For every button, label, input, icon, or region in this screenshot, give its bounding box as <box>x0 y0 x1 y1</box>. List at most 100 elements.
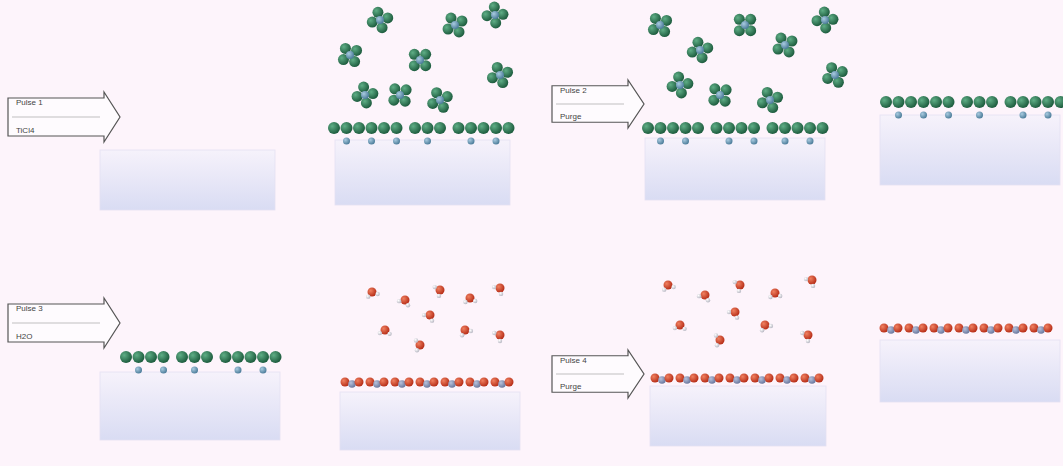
hydrogen-atom <box>727 310 731 314</box>
chlorine-atom <box>328 122 340 134</box>
chlorine-atom <box>378 122 390 134</box>
chlorine-atom <box>257 351 269 363</box>
oxygen-atom <box>740 374 749 383</box>
chlorine-atom <box>692 37 703 48</box>
hydrogen-atom <box>737 289 741 293</box>
oxygen-atom <box>701 374 710 383</box>
titanium-atom <box>1045 112 1052 119</box>
chlorine-atom <box>687 47 698 58</box>
substrate <box>100 150 275 210</box>
chlorine-atom <box>422 122 434 134</box>
hydrogen-atom <box>406 303 410 307</box>
step-label: Purge <box>560 382 622 392</box>
hydrogen-atom <box>397 299 401 303</box>
hydrogen-atom <box>715 343 719 347</box>
chlorine-atom <box>827 14 838 25</box>
oxygen-atom <box>994 324 1003 333</box>
chlorine-atom <box>270 351 282 363</box>
arrow-shape <box>8 92 120 142</box>
hydrogen-atom <box>811 284 815 288</box>
titanium-atom <box>346 51 354 59</box>
titanium-atom <box>766 96 774 104</box>
oxygen-atom <box>441 378 450 387</box>
chlorine-atom <box>120 351 132 363</box>
chlorine-atom <box>819 7 830 18</box>
titanium-atom <box>831 71 839 79</box>
oxygen-atom <box>894 324 903 333</box>
titanium-atom <box>160 367 167 374</box>
substrate <box>880 340 1060 402</box>
chlorine-atom <box>245 351 257 363</box>
hydrogen-atom <box>800 331 804 335</box>
oxygen-atom <box>496 284 505 293</box>
oxygen-atom <box>790 374 799 383</box>
chlorine-atom <box>176 351 188 363</box>
hydrogen-atom <box>804 277 808 281</box>
oxygen-atom <box>496 331 505 340</box>
titanium-atom <box>781 41 789 49</box>
chlorine-atom <box>372 7 383 18</box>
hydrogen-atom <box>460 333 464 337</box>
chlorine-atom <box>817 122 829 134</box>
hydrogen-atom <box>662 287 666 291</box>
titanium-atom <box>235 367 242 374</box>
oxygen-atom <box>405 378 414 387</box>
hydrogen-atom <box>769 324 773 328</box>
oxygen-atom <box>731 308 740 317</box>
hydrogen-atom <box>697 294 701 298</box>
oxygen-atom <box>880 324 889 333</box>
titanium-atom <box>741 21 749 29</box>
hydrogen-atom <box>714 333 718 337</box>
titanium-atom <box>821 16 829 24</box>
hydrogen-atom <box>430 318 434 322</box>
hydrogen-atom <box>735 315 739 319</box>
oxygen-atom <box>808 276 817 285</box>
hydrogen-atom <box>387 332 391 336</box>
hydrogen-atom <box>378 331 382 335</box>
chlorine-atom <box>943 96 955 108</box>
chlorine-atom <box>434 122 446 134</box>
oxygen-atom <box>804 331 813 340</box>
step-label: TiCl4 <box>16 126 98 136</box>
substrate <box>100 372 280 440</box>
titanium-atom <box>493 138 500 145</box>
oxygen-atom <box>676 374 685 383</box>
titanium-atom <box>782 138 789 145</box>
titanium-atom <box>682 138 689 145</box>
hydrogen-atom <box>760 328 764 332</box>
oxygen-atom <box>726 374 735 383</box>
oxygen-atom <box>969 324 978 333</box>
chlorine-atom <box>1030 96 1042 108</box>
chlorine-atom <box>220 351 232 363</box>
oxygen-atom <box>905 324 914 333</box>
ald-drawing <box>100 2 1063 450</box>
chlorine-atom <box>367 17 378 28</box>
substrate <box>335 140 510 205</box>
titanium-atom <box>368 138 375 145</box>
chlorine-atom <box>986 96 998 108</box>
pulse-label: Pulse 4 <box>560 356 622 366</box>
chlorine-atom <box>682 78 693 89</box>
pulse-label: Pulse 2 <box>560 86 622 96</box>
titanium-atom <box>416 56 424 64</box>
titanium-atom <box>1020 112 1027 119</box>
chlorine-atom <box>655 122 667 134</box>
hydrogen-atom <box>492 331 496 335</box>
oxygen-atom <box>355 378 364 387</box>
oxygen-atom <box>1030 324 1039 333</box>
chlorine-atom <box>366 122 378 134</box>
step-label: Purge <box>560 112 622 122</box>
hydrogen-atom <box>422 313 426 317</box>
chlorine-atom <box>767 122 779 134</box>
titanium-atom <box>491 11 499 19</box>
process-arrow: Pulse 3H2O <box>8 298 120 348</box>
chlorine-atom <box>391 122 403 134</box>
arrow-shape <box>8 298 120 348</box>
chlorine-atom <box>792 122 804 134</box>
oxygen-atom <box>430 378 439 387</box>
chlorine-atom <box>1042 96 1054 108</box>
chlorine-atom <box>358 82 369 93</box>
chlorine-atom <box>367 88 378 99</box>
titanium-atom <box>696 46 704 54</box>
oxygen-atom <box>480 378 489 387</box>
